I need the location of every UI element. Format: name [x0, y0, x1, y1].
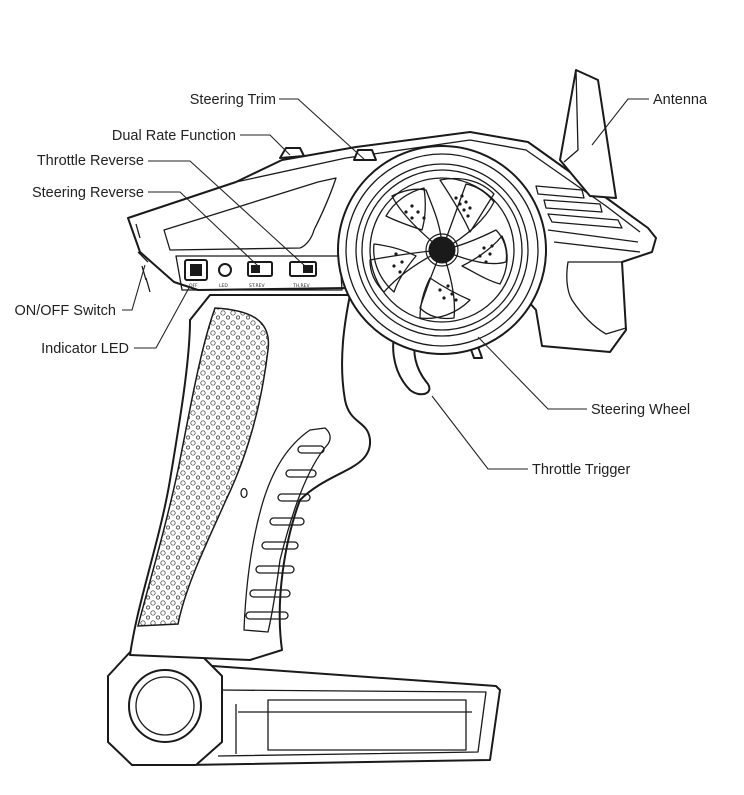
- label-on-off-switch: ON/OFF Switch: [14, 303, 116, 319]
- screw-hole: [240, 487, 248, 499]
- steering-wheel[interactable]: [337, 145, 547, 355]
- antenna: [559, 69, 617, 199]
- leader-throttle-reverse: [148, 160, 306, 267]
- wheel-hub: [428, 236, 456, 264]
- textured-grip: [137, 307, 270, 627]
- label-indicator-led: Indicator LED: [41, 341, 129, 357]
- leader-throttle-trigger: [431, 395, 528, 470]
- label-steering-reverse: Steering Reverse: [32, 185, 144, 201]
- leader-indicator-led: [134, 285, 191, 349]
- leader-steering-wheel: [477, 336, 587, 410]
- label-steering-trim: Steering Trim: [190, 92, 276, 108]
- steering-trim-knob: [353, 149, 377, 161]
- leader-lines: [122, 98, 649, 470]
- st-rev-mark: ST.REV: [249, 283, 265, 289]
- dual-rate-knob: [279, 147, 305, 159]
- indicator-led: [218, 263, 232, 277]
- wheel-grip-pads: [373, 177, 508, 320]
- leader-steering-trim: [279, 98, 366, 161]
- label-throttle-reverse: Throttle Reverse: [37, 153, 144, 169]
- label-dual-rate-function: Dual Rate Function: [112, 128, 236, 144]
- switch-mark: OFF: [189, 283, 198, 289]
- finger-ridges: [245, 445, 325, 620]
- leader-dual-rate: [240, 134, 291, 156]
- hand-rest: [566, 261, 627, 335]
- leader-antenna: [591, 98, 649, 146]
- base-cap-circle: [128, 669, 202, 743]
- antenna-vents: [535, 185, 623, 229]
- led-mark: LED: [219, 283, 228, 289]
- leader-steering-reverse: [148, 191, 259, 267]
- transmitter-handle: [129, 294, 372, 661]
- side-window: [163, 177, 337, 251]
- label-steering-wheel: Steering Wheel: [591, 402, 690, 418]
- callout-labels: Steering Trim Dual Rate Function Throttl…: [14, 92, 707, 478]
- wheel-dot-pattern: [392, 194, 494, 302]
- th-rev-mark: TH.REV: [292, 283, 310, 289]
- label-throttle-trigger: Throttle Trigger: [532, 462, 630, 478]
- leader-on-off-switch: [122, 264, 146, 311]
- label-antenna: Antenna: [653, 92, 708, 108]
- transmitter-base: [107, 649, 501, 766]
